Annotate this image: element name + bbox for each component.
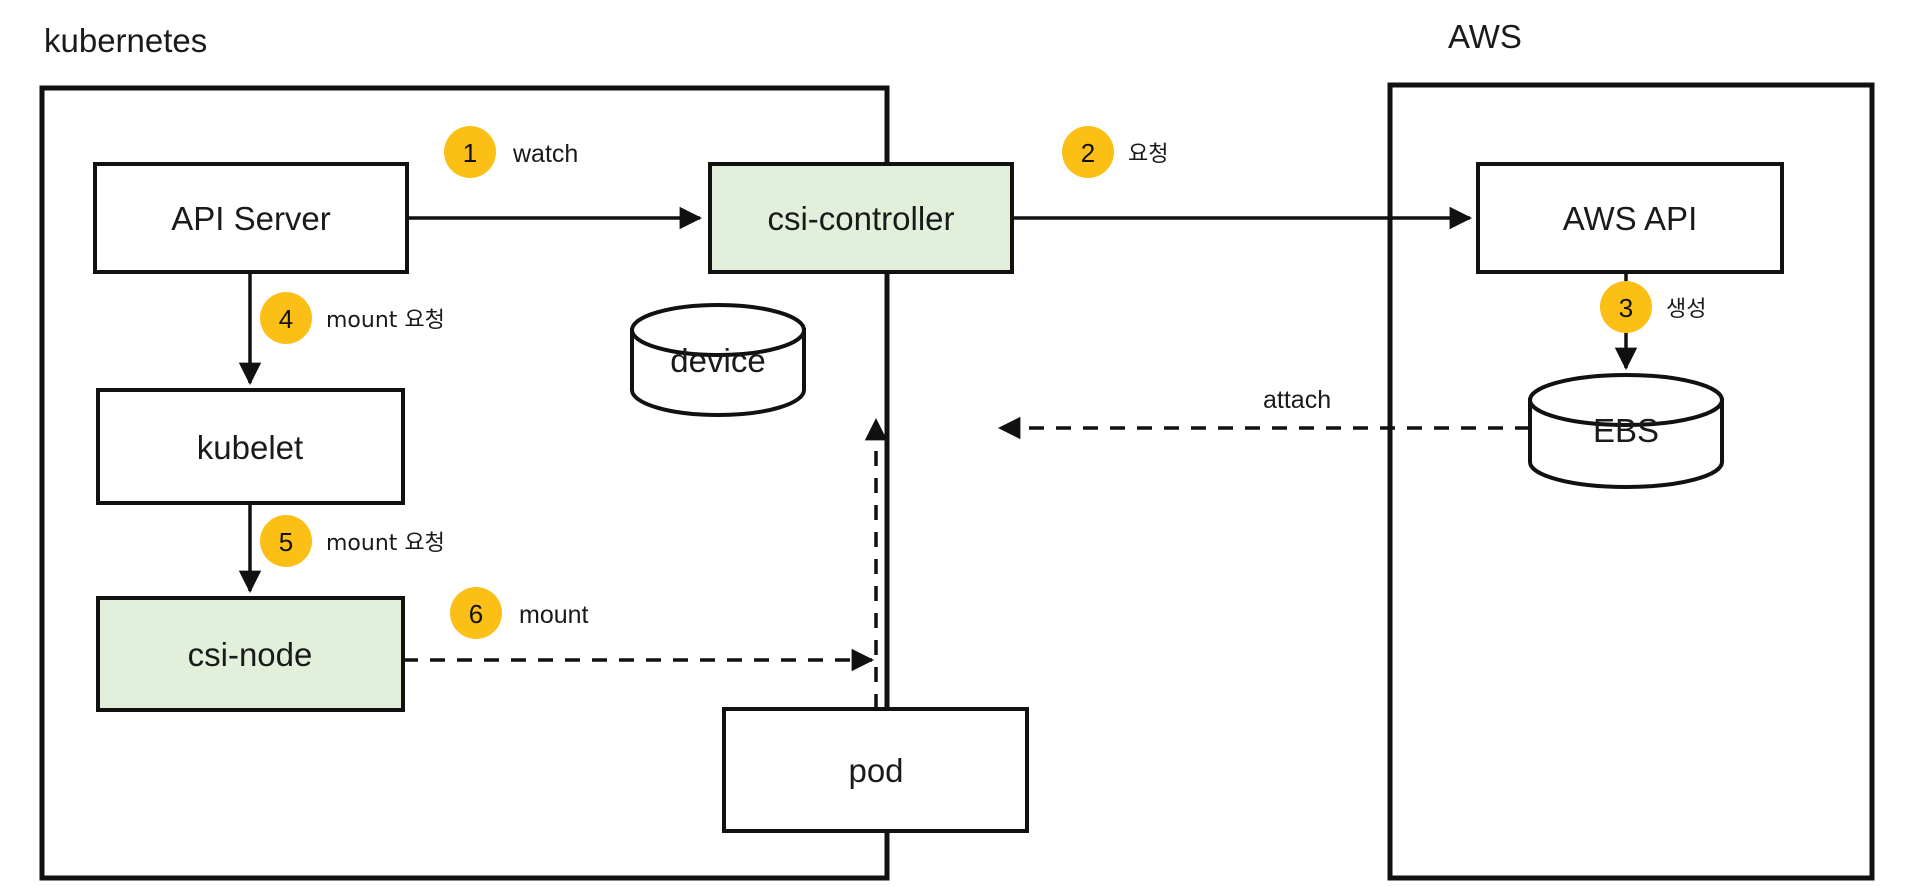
node-label-pod: pod [848,752,903,789]
node-box-pod[interactable] [722,707,1029,833]
badge-number-4: 4 [279,304,293,334]
edge-label-mount-request-csinode: mount 요청 [326,531,445,556]
node-api-server[interactable]: API Server [93,162,409,274]
edge-badge-mount-request-csinode: 5 mount 요청 [260,515,445,567]
edge-badge-create: 3 생성 [1600,281,1706,333]
badge-circle-4 [260,292,312,344]
node-csi-controller[interactable]: csi-controller [708,162,1014,274]
edge-label-mount: mount [519,601,589,629]
badge-circle-2 [1062,126,1114,178]
node-label-kubelet: kubelet [197,429,303,466]
node-kubelet[interactable]: kubelet [96,388,405,505]
edge-badge-mount: 6 mount [450,587,589,639]
badge-circle-3 [1600,281,1652,333]
badge-circle-5 [260,515,312,567]
edge-label-attach: attach [1263,386,1331,414]
node-box-api-server[interactable] [93,162,409,274]
edge-label-group-attach: attach [1263,386,1331,414]
badge-number-2: 2 [1081,138,1095,168]
badge-number-5: 5 [279,527,293,557]
node-label-csi-node: csi-node [188,636,313,673]
edge-label-mount-request-kubelet: mount 요청 [326,308,445,333]
node-label-csi-controller: csi-controller [767,200,954,237]
node-label-api-server: API Server [171,200,331,237]
node-label-device: device [670,342,765,379]
group-label-kubernetes: kubernetes [44,22,207,59]
node-pod[interactable]: pod [722,707,1029,833]
edge-badge-watch: 1 watch [444,126,578,178]
node-cylinder-top-device [630,303,806,357]
node-device[interactable]: device [630,303,806,417]
node-csi-node[interactable]: csi-node [96,596,405,712]
node-aws-api[interactable]: AWS API [1476,162,1784,274]
node-box-csi-node[interactable] [96,596,405,712]
edge-label-watch: watch [512,140,578,168]
badge-circle-1 [444,126,496,178]
badge-number-1: 1 [463,138,477,168]
edge-label-create: 생성 [1666,297,1706,322]
node-box-csi-controller[interactable] [708,162,1014,274]
badge-number-6: 6 [469,599,483,629]
group-label-aws: AWS [1448,18,1522,55]
node-box-kubelet[interactable] [96,388,405,505]
node-label-ebs: EBS [1593,412,1659,449]
edge-label-request: 요청 [1128,142,1168,167]
node-label-aws-api: AWS API [1563,200,1697,237]
edge-badge-mount-request-kubelet: 4 mount 요청 [260,292,445,344]
badge-number-3: 3 [1619,293,1633,323]
node-ebs[interactable]: EBS [1528,373,1724,489]
node-box-aws-api[interactable] [1476,162,1784,274]
edge-badge-request: 2 요청 [1062,126,1168,178]
node-cylinder-top-ebs [1528,373,1724,427]
badge-circle-6 [450,587,502,639]
